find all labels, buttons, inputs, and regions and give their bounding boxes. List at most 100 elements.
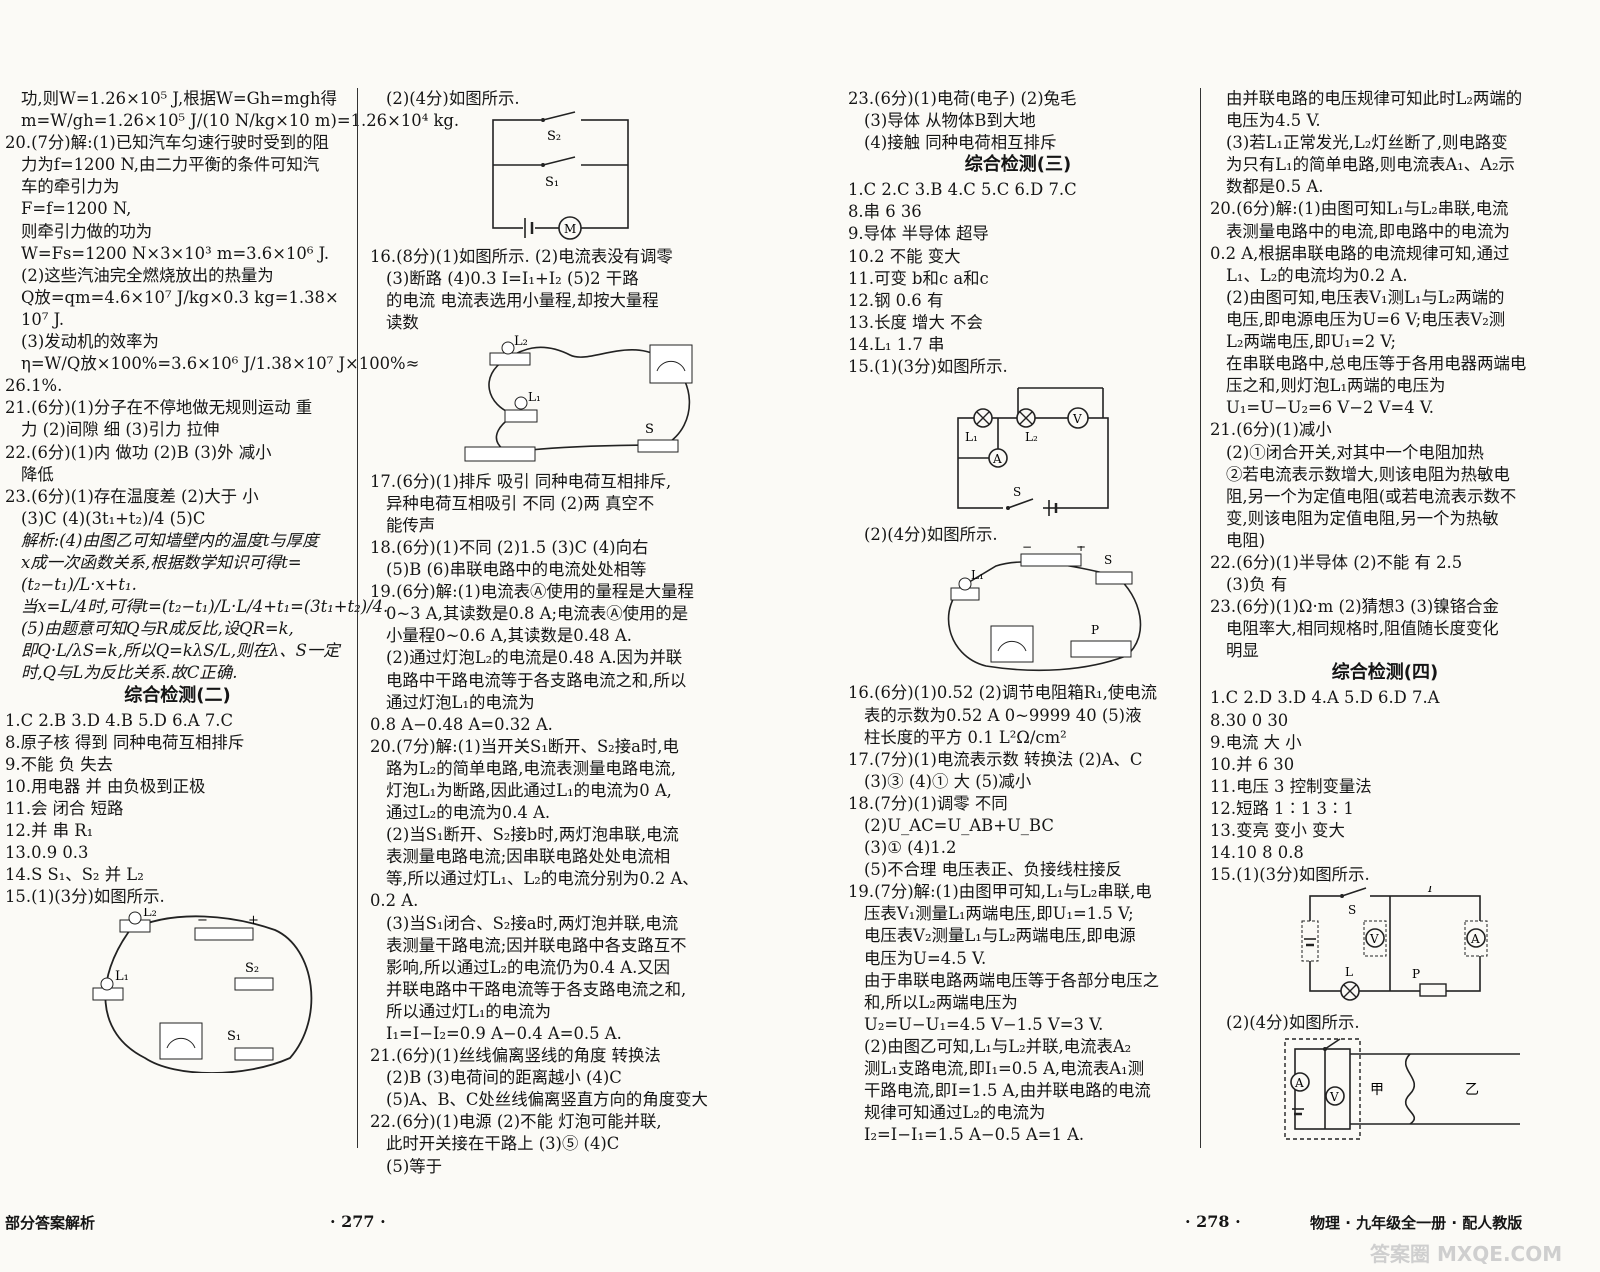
col3-line: (3)导体 从物体B到大地 bbox=[864, 111, 1036, 131]
col1-line: (5)由题意可知Q与R成反比,设QR=k, bbox=[21, 619, 294, 639]
figure-iii-15-1: L₁ L₂ V A S bbox=[848, 378, 1188, 524]
col4-line: 电阻率大,相同规格时,阻值随长度变化 bbox=[1226, 619, 1499, 639]
col1-line: 当x=L/4时,可得t=(t₂−t₁)/L·L/4+t₁=(3t₁+t₂)/4. bbox=[21, 597, 389, 617]
svg-text:A: A bbox=[1294, 1076, 1304, 1090]
page-number-left: · 277 · bbox=[330, 1212, 386, 1231]
col1-line: 解析:(4)由图乙可知墙壁内的温度t与厚度 bbox=[21, 530, 319, 550]
footer-left: 部分答案解析 bbox=[5, 1214, 96, 1232]
col1-line: W=Fs=1200 N×3×10³ m=3.6×10⁶ J. bbox=[21, 243, 330, 263]
col2c-line: 0~3 A,其读数是0.8 A;电流表Ⓐ使用的是 bbox=[386, 604, 689, 624]
col2c-line: 小量程0~0.6 A,其读数是0.48 A. bbox=[386, 626, 632, 646]
column-2: (2)(4分)如图所示. S₂ S₁ M 16.(8分)(1)如图所示. (2)… bbox=[370, 88, 720, 1178]
col4-line: 为只有L₁的简单电路,则电流表A₁、A₂示 bbox=[1226, 155, 1515, 175]
col3b-line: 15.(1)(3分)如图所示. bbox=[848, 357, 1008, 377]
col2c-line: 此时开关接在干路上 (3)⑤ (4)C bbox=[386, 1134, 620, 1154]
col2c-line: 影响,所以通过L₂的电流仍为0.4 A.又因 bbox=[386, 957, 671, 977]
page-number-right: · 278 · bbox=[1185, 1212, 1241, 1231]
col3c-line: (2)(4分)如图所示. bbox=[864, 525, 998, 545]
col1-line: m=W/gh=1.26×10⁵ J/(10 N/kg×10 m)=1.26×10… bbox=[21, 111, 460, 131]
column-4: 由并联电路的电压规律可知此时L₂两端的电压为4.5 V.(3)若L₁正常发光,L… bbox=[1210, 88, 1560, 1151]
col3d-line: 17.(7分)(1)电流表示数 转换法 (2)A、C bbox=[848, 749, 1143, 769]
svg-text:+: + bbox=[248, 913, 259, 928]
col2c-line: (5)等于 bbox=[386, 1156, 442, 1176]
col3d-line: (3)③ (4)① 大 (5)减小 bbox=[864, 771, 1032, 791]
col1b-line: 10.用电器 并 由负极到正极 bbox=[5, 776, 206, 796]
col2b-line: 16.(8分)(1)如图所示. (2)电流表没有调零 bbox=[370, 247, 673, 267]
col3d-line: 压表V₁测量L₁两端电压,即U₁=1.5 V; bbox=[864, 904, 1134, 924]
col3d-line: U₂=U−U₁=4.5 V−1.5 V=3 V. bbox=[864, 1014, 1104, 1034]
col2c-line: 表测量干路电流;因并联电路中各支路互不 bbox=[386, 935, 687, 955]
svg-text:S: S bbox=[1348, 903, 1356, 917]
svg-text:S₁: S₁ bbox=[227, 1029, 241, 1044]
svg-text:+: + bbox=[1076, 546, 1086, 554]
col4-lines: 由并联电路的电压规律可知此时L₂两端的电压为4.5 V.(3)若L₁正常发光,L… bbox=[1210, 88, 1560, 662]
svg-text:V: V bbox=[1329, 1090, 1339, 1104]
col2c-line: 并联电路中干路电流等于各支路电流之和, bbox=[386, 979, 687, 999]
col4-line: ②若电流表示数增大,则该电阻为热敏电 bbox=[1226, 464, 1510, 484]
col4b-line: 13.变亮 变小 变大 bbox=[1210, 821, 1345, 840]
col4-line: L₂两端电压,即U₁=2 V; bbox=[1226, 332, 1397, 352]
col1-line: 则牵引力做的功为 bbox=[21, 221, 153, 241]
col1-line: 23.(6分)(1)存在温度差 (2)大于 小 bbox=[5, 486, 259, 506]
col1b-line: 15.(1)(3分)如图所示. bbox=[5, 887, 165, 907]
col1-line: (t₂−t₁)/L·x+t₁. bbox=[21, 575, 137, 595]
col2c-line: 通过灯泡L₁的电流为 bbox=[386, 692, 535, 712]
svg-text:L₁: L₁ bbox=[971, 568, 984, 582]
col3b-line: 11.可变 b和c a和c bbox=[848, 268, 989, 288]
col3d-line: 柱长度的平方 0.1 L²Ω/cm² bbox=[864, 727, 1067, 747]
col3d-line: 和,所以L₂两端电压为 bbox=[864, 992, 1018, 1012]
col4-line: 明显 bbox=[1226, 641, 1259, 661]
col1-line: (3)C (4)(3t₁+t₂)/4 (5)C bbox=[21, 508, 206, 528]
col3b-line: 14.L₁ 1.7 串 bbox=[848, 334, 945, 354]
col1-line: 力 (2)间隙 细 (3)引力 拉伸 bbox=[21, 420, 220, 440]
col2b-lines: 16.(8分)(1)如图所示. (2)电流表没有调零(3)断路 (4)0.3 I… bbox=[370, 246, 720, 334]
col2c-lines: 17.(6分)(1)排斥 吸引 同种电荷互相排斥,异种电荷互相吸引 不同 (2)… bbox=[370, 471, 720, 1178]
col2c-line: 17.(6分)(1)排斥 吸引 同种电荷互相排斥, bbox=[370, 471, 672, 491]
col2c-line: 异种电荷互相吸引 不同 (2)两 真空不 bbox=[386, 493, 655, 513]
col2c-line: 等,所以通过灯L₁、L₂的电流分别为0.2 A、 bbox=[386, 869, 699, 889]
col3d-line: 16.(6分)(1)0.52 (2)调节电阻箱R₁,使电流 bbox=[848, 683, 1158, 703]
svg-text:L₁: L₁ bbox=[965, 430, 978, 444]
col2c-line: 通过L₂的电流为0.4 A. bbox=[386, 803, 551, 823]
svg-text:P: P bbox=[1412, 967, 1420, 981]
svg-text:L₂: L₂ bbox=[1025, 430, 1038, 444]
col3d-line: (2)由图乙可知,L₁与L₂并联,电流表A₂ bbox=[864, 1036, 1132, 1056]
svg-text:A: A bbox=[1470, 932, 1480, 946]
col2c-line: 22.(6分)(1)电源 (2)不能 灯泡可能并联, bbox=[370, 1112, 662, 1132]
col4b-line: 10.并 6 30 bbox=[1210, 754, 1295, 774]
col2c-line: 能传声 bbox=[386, 515, 436, 535]
col2-lines: (2)(4分)如图所示. bbox=[370, 88, 720, 110]
col1-line: F=f=1200 N, bbox=[21, 199, 132, 219]
col2b-line: 的电流 电流表选用小量程,却按大量程 bbox=[386, 291, 659, 311]
col4-line: 电压,即电源电压为U=6 V;电压表V₂测 bbox=[1226, 309, 1506, 329]
col3d-line: 电压为U=4.5 V. bbox=[864, 948, 987, 968]
svg-text:A: A bbox=[992, 452, 1002, 466]
col4-line: 在串联电路中,总电压等于各用电器两端电 bbox=[1226, 354, 1527, 374]
col2c-line: (3)当S₁闭合、S₂接a时,两灯泡并联,电流 bbox=[386, 913, 679, 933]
col3d-line: 19.(7分)解:(1)由图甲可知,L₁与L₂串联,电 bbox=[848, 882, 1152, 902]
svg-text:L₂: L₂ bbox=[514, 335, 528, 349]
svg-text:P: P bbox=[1091, 623, 1099, 637]
col4-line: 22.(6分)(1)半导体 (2)不能 有 2.5 bbox=[1210, 552, 1463, 572]
col1-line: 即Q·L/λS=k,所以Q=kλS/L,则在λ、S一定 bbox=[21, 641, 340, 661]
col4b-line: 9.电流 大 小 bbox=[1210, 732, 1302, 752]
col4b-line: 8.30 0 30 bbox=[1210, 710, 1289, 730]
svg-text:L: L bbox=[1345, 965, 1353, 979]
col1-line: (2)这些汽油完全燃烧放出的热量为 bbox=[21, 265, 274, 285]
col3-line: 23.(6分)(1)电荷(电子) (2)兔毛 bbox=[848, 89, 1077, 108]
col3b-line: 9.导体 半导体 超导 bbox=[848, 224, 989, 244]
col3d-line: 表的示数为0.52 A 0~9999 40 (5)液 bbox=[864, 705, 1142, 725]
col2c-line: 19.(6分)解:(1)电流表Ⓐ使用的量程是大量程 bbox=[370, 582, 694, 602]
col1b-line: 1.C 2.B 3.D 4.B 5.D 6.A 7.C bbox=[5, 710, 234, 730]
col3d-lines: 16.(6分)(1)0.52 (2)调节电阻箱R₁,使电流表的示数为0.52 A… bbox=[848, 682, 1188, 1146]
col2c-line: (2)通过灯泡L₂的电流是0.48 A.因为并联 bbox=[386, 648, 683, 668]
svg-text:甲: 甲 bbox=[1370, 1082, 1384, 1098]
col4-line: (3)负 有 bbox=[1226, 575, 1288, 595]
col4b-line: 12.短路 1∶1 3∶1 bbox=[1210, 798, 1354, 818]
col1b-line: 14.S S₁、S₂ 并 L₂ bbox=[5, 865, 144, 885]
col3d-line: 干路电流,即I=1.5 A,由并联电路的电流 bbox=[864, 1081, 1151, 1101]
col3d-line: (2)U_AC=U_AB+U_BC bbox=[864, 815, 1054, 835]
